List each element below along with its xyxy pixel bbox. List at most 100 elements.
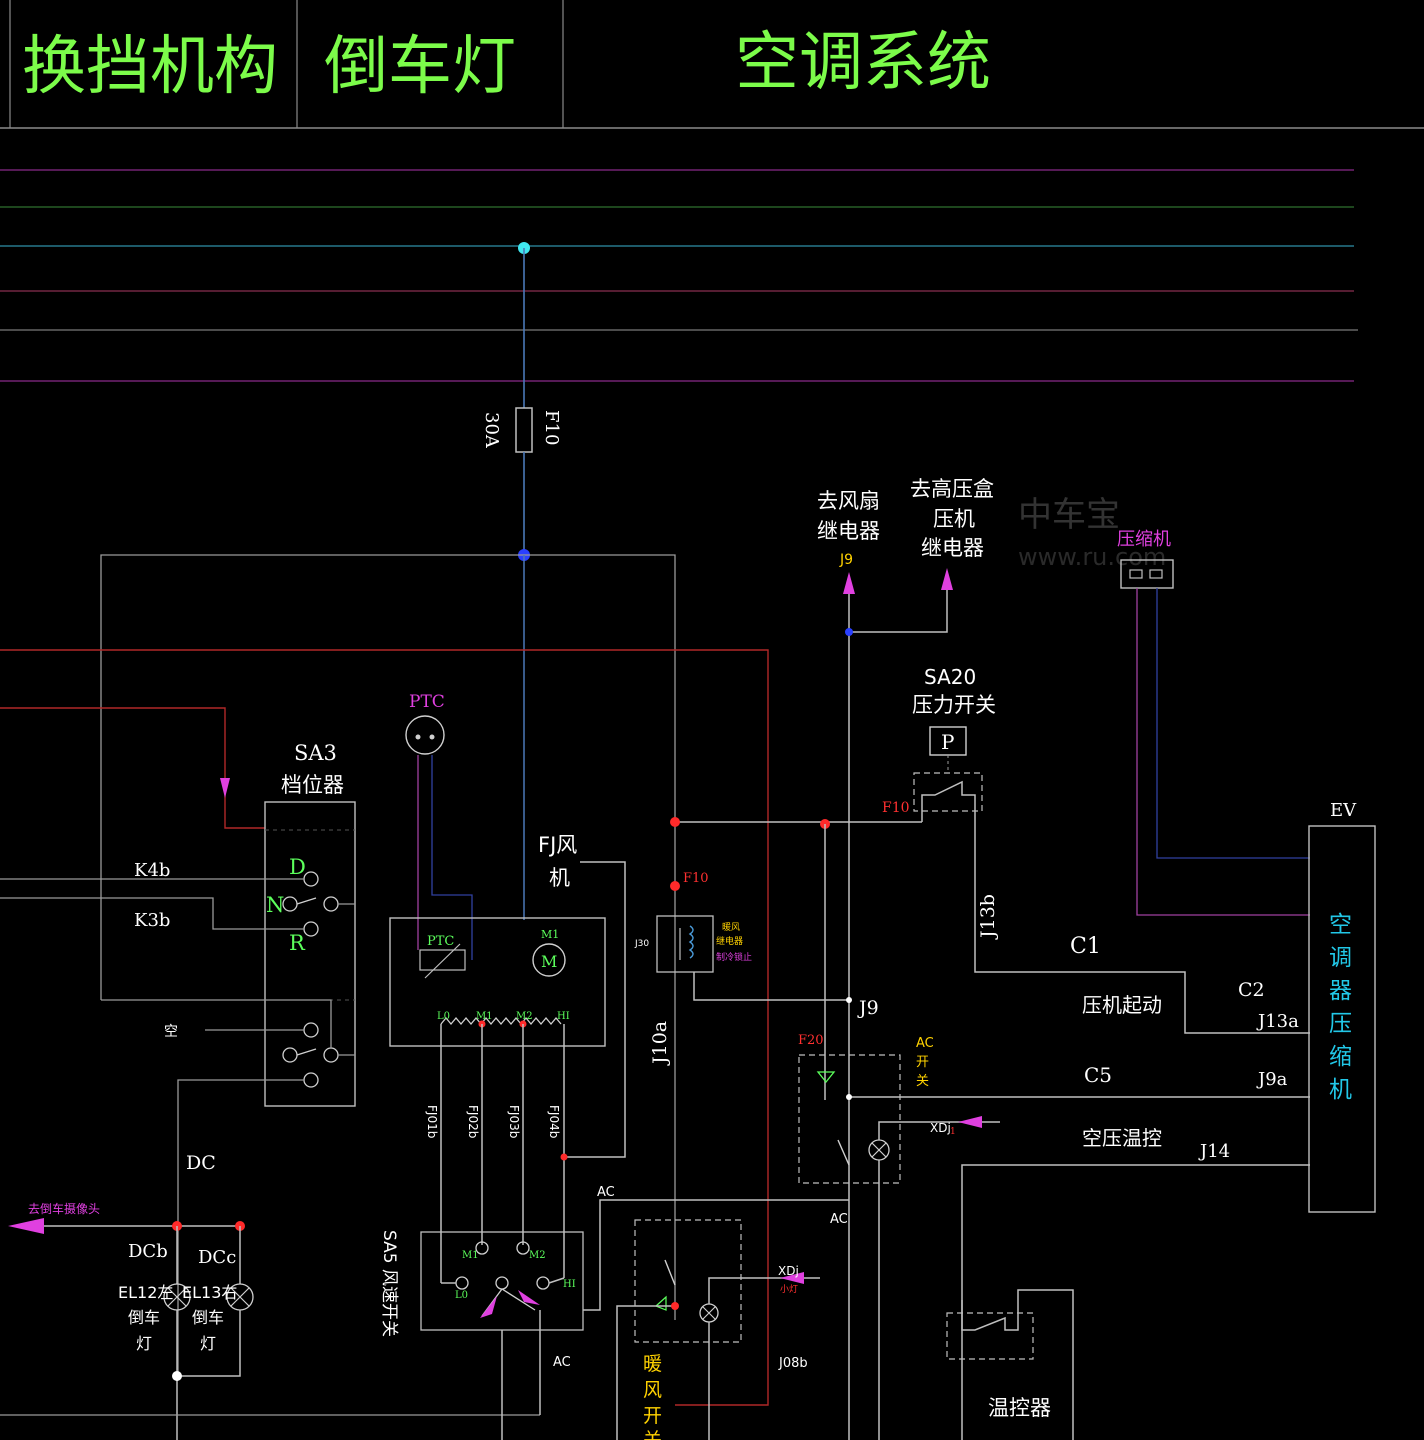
compressor-start: 压机起动 [1082, 993, 1162, 1017]
el12-2: 倒车 [128, 1308, 160, 1327]
gear-selector-label: 档位器 [281, 773, 344, 797]
el13-3: 灯 [200, 1334, 216, 1353]
to-fan-relay-2: 继电器 [817, 519, 880, 543]
ptc-top-label: PTC [409, 692, 445, 712]
tap-l0: L0 [437, 1011, 450, 1022]
ptc-connector-icon [405, 715, 445, 755]
red-feed-wires [0, 649, 769, 1406]
relay-note-2: 继电器 [716, 935, 743, 947]
led-icon [654, 1295, 667, 1311]
fuse-f10 [515, 407, 533, 453]
sa5-label: SA5 风速开关 [379, 1230, 399, 1337]
to-reverse-camera: 去倒车摄像头 [28, 1201, 100, 1216]
sa20-label: SA20 [924, 665, 976, 689]
c5-label: C5 [1084, 1063, 1112, 1087]
xdj1: XDj [930, 1121, 951, 1135]
gear-selector-sa3: SA3 档位器 D N R K4b K3b 空 [0, 741, 356, 1376]
wire-fj02b: FJ02b [466, 1105, 480, 1138]
sa5-tap-m2: M2 [529, 1250, 546, 1261]
xdj2: XDj [778, 1264, 799, 1278]
ptc-inner-label: PTC [427, 934, 454, 949]
k4b-label: K4b [134, 860, 170, 881]
fuse-name: F10 [541, 410, 562, 445]
ac-switch: F20 AC 开 关 XDj 1 AC [798, 1033, 1310, 1440]
k3b-label: K3b [134, 910, 170, 931]
watermark-url: www.ru.com [1018, 543, 1166, 571]
pressure-switch-sa20: SA20 压力开关 P F10 [670, 665, 1310, 1100]
compressor-label: 压缩机 [1117, 529, 1171, 550]
arrow-left-icon [780, 1272, 804, 1284]
fan-motor-icon [532, 943, 566, 977]
f10-relay: F10 [683, 871, 709, 886]
arrow-left-icon [8, 1218, 44, 1234]
gear-d: D [289, 855, 306, 879]
sa5-tap-hi: HI [563, 1279, 576, 1290]
header-reverse-light: 倒车灯 [324, 30, 516, 104]
ac-left: AC [597, 1185, 615, 1200]
watermark-logo: 中车宝 [1018, 495, 1120, 535]
dc-label: DC [186, 1152, 216, 1174]
gear-r: R [289, 931, 306, 955]
ac-comp-v-5: 缩 [1329, 1044, 1352, 1070]
wire-fj04b: FJ04b [547, 1105, 561, 1138]
heater-relay: F10 J30 暖风 继电器 制冷锁止 J9 J10a [634, 871, 879, 1066]
f10-pressure: F10 [882, 800, 910, 816]
ac-compressor-controller: J13b EV 空 调 器 压 缩 机 C1 压机起动 C2 J13a C5 J… [961, 800, 1376, 1440]
tap-hi: HI [557, 1011, 570, 1022]
el13-1: EL13右 [182, 1283, 237, 1302]
thermostat: 温控器 [946, 1289, 1074, 1440]
header-ac-system: 空调系统 [735, 26, 991, 100]
el13-2: 倒车 [192, 1308, 224, 1327]
ptc-fan-block: PTC PTC FJ风 机 M M1 L0 M1 M2 HI FJ01b FJ0… [389, 692, 626, 1278]
reverse-lights: DC 去倒车摄像头 DCb DCc EL12左 倒车 灯 EL13右 倒车 灯 [0, 1152, 540, 1440]
power-bus-lines [0, 169, 1358, 382]
arrow-up-icon [941, 568, 953, 590]
motor-m1: M1 [541, 928, 559, 941]
header-shift-mechanism: 换挡机构 [22, 30, 278, 104]
j08b: J08b [778, 1356, 808, 1371]
ac-mid: AC [830, 1212, 848, 1227]
ac-switch-1: AC [916, 1036, 934, 1051]
ev-label: EV [1330, 800, 1357, 821]
dcb-label: DCb [128, 1241, 168, 1262]
c2-label: C2 [1238, 979, 1265, 1001]
motor-m: M [541, 952, 557, 971]
p-symbol: P [941, 730, 954, 754]
thermostat-label: 温控器 [988, 1396, 1051, 1420]
to-fan-relay-1: 去风扇 [817, 489, 880, 513]
ac-comp-v-6: 机 [1329, 1077, 1352, 1103]
to-hv-box-2: 压机 [933, 507, 975, 531]
fan-speed-switch-sa5: SA5 风速开关 M1 M2 L0 HI AC AC [379, 1185, 849, 1440]
ac-comp-v-2: 调 [1329, 945, 1352, 971]
arrow-up-icon [843, 572, 855, 594]
ac-comp-v-4: 压 [1329, 1011, 1352, 1037]
heater-switch-2: 风 [643, 1379, 662, 1401]
wire-fj01b: FJ01b [425, 1105, 439, 1138]
sa5-tap-m1: M1 [462, 1250, 479, 1261]
wire-fj03b: FJ03b [507, 1105, 521, 1138]
ac-comp-v-1: 空 [1329, 912, 1352, 938]
el12-3: 灯 [136, 1334, 152, 1353]
arrow-left-icon [958, 1116, 982, 1128]
led-icon [816, 1071, 836, 1084]
tap-m2: M2 [516, 1011, 533, 1022]
fan-label-2: 机 [549, 866, 570, 890]
xdj2-sub: 小灯 [780, 1284, 798, 1295]
ac-bottom: AC [553, 1355, 571, 1370]
sa3-label: SA3 [294, 741, 337, 765]
to-hv-box-3: 继电器 [921, 536, 984, 560]
pressure-switch-label: 压力开关 [912, 693, 996, 717]
heater-switch-3: 开 [643, 1405, 662, 1427]
j9-mid: J9 [857, 997, 879, 1019]
heater-switch: XDj 小灯 暖 风 开 关 J08b [616, 1219, 820, 1440]
ac-temp-ctrl: 空压温控 [1082, 1126, 1162, 1150]
dcc-label: DCc [198, 1247, 236, 1268]
sa5-tap-l0: L0 [455, 1290, 468, 1301]
f20-label: F20 [798, 1033, 824, 1048]
j9-top: J9 [839, 552, 853, 568]
j13b: J13b [977, 894, 999, 940]
main-feed: 30A F10 [100, 242, 676, 1320]
ac-comp-v-3: 器 [1329, 978, 1352, 1004]
compressor-connector: 压缩机 [1117, 529, 1310, 916]
